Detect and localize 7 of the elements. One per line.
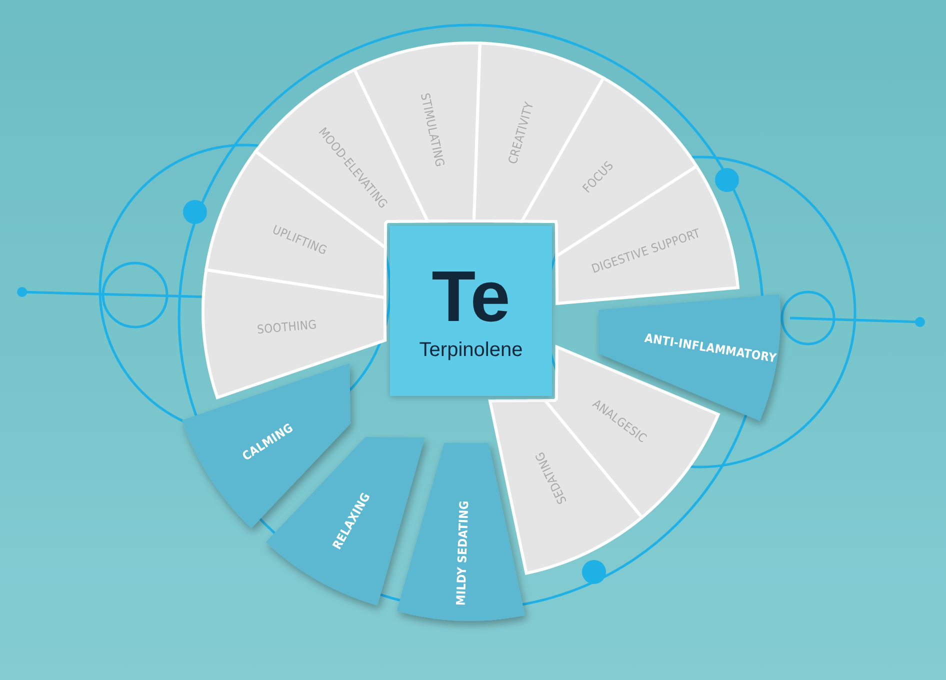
wheel-segment [202, 268, 387, 400]
element-name: Terpinolene [419, 338, 523, 362]
effect-label: MILDY SEDATING [454, 500, 472, 606]
element-tile [390, 226, 552, 396]
effect-label: SOOTHING [256, 318, 317, 337]
element-symbol: Te [432, 260, 510, 332]
wheel-segment [396, 442, 525, 621]
